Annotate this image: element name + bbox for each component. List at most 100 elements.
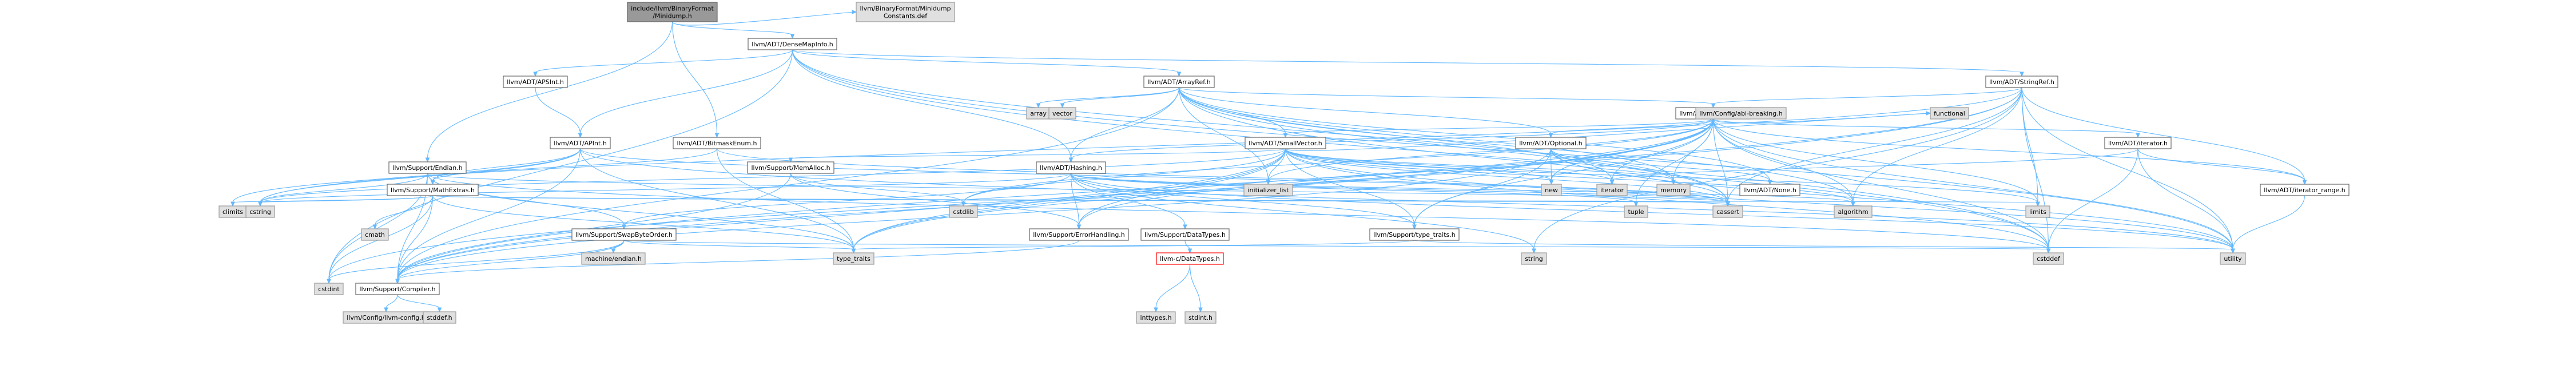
edge-stlextras-to-smallvector — [1283, 118, 1714, 138]
edge-layer — [230, 10, 2307, 313]
node-label: llvm/Config/llvm-config.h — [347, 314, 426, 322]
node-newh: new — [1541, 184, 1562, 196]
node-box — [1029, 228, 1129, 241]
node-box — [1036, 161, 1106, 174]
node-iterator: iterator — [1596, 184, 1628, 196]
node-abibreaking: llvm/Config/abi-breaking.h — [1695, 107, 1787, 120]
node-typetraits[interactable]: llvm/Support/type_traits.h — [1369, 228, 1460, 241]
node-label: memory — [1660, 186, 1687, 194]
node-label: llvm/ADT/None.h — [1743, 186, 1796, 194]
edge-mathextras-to-cstring — [258, 195, 434, 207]
edge-densemapinfo-to-hashing — [792, 49, 1074, 163]
node-iterrange[interactable]: llvm/ADT/iterator_range.h — [2260, 184, 2350, 196]
node-box — [1541, 184, 1562, 196]
node-label: llvm/ADT/StringRef.h — [1989, 78, 2054, 86]
node-apsint[interactable]: llvm/ADT/APSInt.h — [503, 76, 568, 88]
edge-swapbyte-to-typetraitsstd — [623, 240, 856, 254]
edge-arrayref-to-smallvector — [1178, 87, 1288, 138]
node-endian[interactable]: llvm/Support/Endian.h — [388, 161, 467, 174]
edge-hashing-to-algorithm — [1070, 173, 1855, 207]
node-stringref[interactable]: llvm/ADT/StringRef.h — [1985, 76, 2058, 88]
edge-arrayref-to-array — [1036, 87, 1180, 109]
node-utility: utility — [2220, 252, 2246, 265]
node-label: stdint.h — [1188, 314, 1213, 322]
node-box — [1695, 107, 1787, 120]
edge-hashing-to-datatypes — [1070, 173, 1187, 230]
edge-hashing-to-string — [1070, 173, 1536, 254]
node-box — [1140, 228, 1230, 241]
node-swapbyte[interactable]: llvm/Support/SwapByteOrder.h — [571, 228, 677, 241]
node-box — [1136, 311, 1176, 324]
node-label: llvm/Support/SwapByteOrder.h — [575, 231, 673, 239]
node-box — [388, 161, 467, 174]
node-memalloc[interactable]: llvm/Support/MemAlloc.h — [747, 161, 834, 174]
edge-densemapinfo-to-apint — [578, 49, 793, 138]
node-box — [387, 184, 479, 196]
edge-smallvector-to-functional — [1285, 111, 1931, 151]
node-densemapinfo[interactable]: llvm/ADT/DenseMapInfo.h — [748, 38, 837, 50]
node-optional[interactable]: llvm/ADT/Optional.h — [1515, 137, 1587, 149]
node-label: vector — [1052, 110, 1072, 117]
node-cstring: cstring — [245, 205, 275, 218]
node-box — [1596, 184, 1628, 196]
node-label: llvm/Support/MathExtras.h — [391, 186, 475, 194]
edge-optional-to-none — [1550, 148, 1772, 185]
edge-iterrange-to-utility — [2231, 195, 2305, 254]
node-label: llvm/Support/ErrorHandling.h — [1033, 231, 1125, 239]
node-limits: limits — [2025, 205, 2050, 218]
node-label: cstddef — [2037, 255, 2061, 263]
node-smallvector[interactable]: llvm/ADT/SmallVector.h — [1245, 137, 1326, 149]
node-datatypes[interactable]: llvm/Support/DataTypes.h — [1140, 228, 1230, 241]
node-stdint: stdint.h — [1184, 311, 1217, 324]
edge-root-to-minidumpdef — [671, 10, 857, 26]
node-errhandling[interactable]: llvm/Support/ErrorHandling.h — [1029, 228, 1129, 241]
node-label: llvm/ADT/BitmaskEnum.h — [677, 140, 757, 147]
node-box — [748, 38, 837, 50]
node-box — [673, 137, 761, 149]
node-apint[interactable]: llvm/ADT/APInt.h — [550, 137, 611, 149]
node-mathextras[interactable]: llvm/Support/MathExtras.h — [387, 184, 479, 196]
node-hashing[interactable]: llvm/ADT/Hashing.h — [1036, 161, 1106, 174]
node-box — [1624, 205, 1648, 218]
node-vector: vector — [1048, 107, 1076, 120]
node-label: utility — [2224, 255, 2242, 263]
node-label: include/llvm/BinaryFormat — [631, 5, 714, 13]
node-box — [1243, 184, 1293, 196]
node-layer: include/llvm/BinaryFormat/Minidump.h llvm… — [218, 2, 2350, 324]
node-box — [1656, 184, 1691, 196]
node-none[interactable]: llvm/ADT/None.h — [1739, 184, 1800, 196]
node-climits: climits — [218, 205, 247, 218]
edge-hashing-to-typetraits — [1070, 173, 1417, 230]
node-iteratorh[interactable]: llvm/ADT/iterator.h — [2104, 137, 2172, 149]
node-compiler[interactable]: llvm/Support/Compiler.h — [355, 283, 440, 295]
node-label: llvm/BinaryFormat/Minidump — [860, 5, 951, 13]
node-label: climits — [222, 208, 243, 216]
node-cstdlib: cstdlib — [949, 205, 978, 218]
node-box — [245, 205, 275, 218]
node-box — [747, 161, 834, 174]
edge-swapbyte-to-cstdint — [327, 240, 625, 284]
node-arrayref[interactable]: llvm/ADT/ArrayRef.h — [1143, 76, 1215, 88]
node-cmath: cmath — [361, 228, 389, 241]
edge-stringref-to-iterrange — [2021, 87, 2307, 185]
node-box — [627, 2, 718, 22]
node-label: llvm/ADT/DenseMapInfo.h — [752, 41, 833, 48]
node-label: llvm/Support/type_traits.h — [1373, 231, 1455, 239]
node-cstdint: cstdint — [314, 283, 344, 295]
edge-datatypes-to-cdatatypes — [1184, 240, 1192, 254]
node-box — [423, 311, 456, 324]
node-root: include/llvm/BinaryFormat/Minidump.h — [627, 2, 718, 22]
edge-memalloc-to-errhandling — [790, 173, 1082, 230]
edge-cdatatypes-to-inttypes — [1154, 264, 1191, 313]
edge-densemapinfo-to-arrayref — [792, 49, 1182, 77]
node-box — [1521, 252, 1547, 265]
node-initlist: initializer_list — [1243, 184, 1293, 196]
node-label: llvm/Support/MemAlloc.h — [751, 164, 830, 172]
node-functional: functional — [1930, 107, 1969, 120]
edge-compiler-to-stddef — [397, 294, 442, 313]
node-bitmaskenum[interactable]: llvm/ADT/BitmaskEnum.h — [673, 137, 761, 149]
edge-iteratorh-to-iterrange — [2137, 148, 2307, 185]
node-label: llvm/ADT/APSInt.h — [507, 78, 564, 86]
node-label: llvm/ADT/iterator_range.h — [2264, 186, 2345, 194]
